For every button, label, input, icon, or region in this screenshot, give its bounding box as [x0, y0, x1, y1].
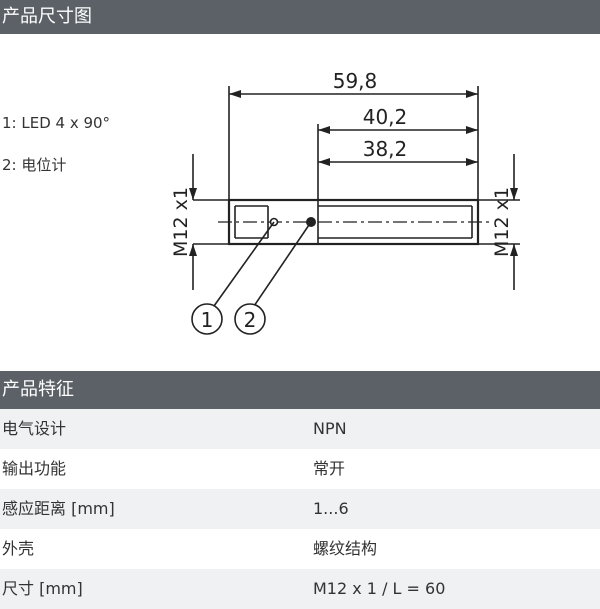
thread-label-left: M12 x1 [170, 187, 192, 257]
table-row: 外壳 螺纹结构 [0, 529, 600, 569]
dim-label-overall: 59,8 [333, 69, 378, 93]
features-section-title: 产品特征 [2, 379, 74, 400]
dim-label-middle: 40,2 [363, 105, 408, 129]
dimension-section-header: 产品尺寸图 [0, 0, 600, 34]
row-key: 感应距离 [mm] [2, 499, 115, 518]
features-table: 电气设计 NPN 输出功能 常开 感应距离 [mm] 1...6 外壳 螺纹结构… [0, 409, 600, 609]
callout-1: 1 [191, 303, 223, 335]
row-value: NPN [313, 419, 347, 438]
row-value: 1...6 [313, 499, 349, 518]
row-key: 输出功能 [2, 459, 67, 478]
features-section-header: 产品特征 [0, 371, 600, 409]
legend-item-potentiometer: 2: 电位计 [2, 156, 67, 174]
dimension-drawing: 59,8 40,2 38,2 M12 x1 M12 x1 [170, 69, 520, 335]
dimension-section-title: 产品尺寸图 [2, 6, 92, 27]
table-row: 电气设计 NPN [0, 409, 600, 449]
callout-2: 2 [234, 303, 266, 335]
callout-1-label: 1 [201, 308, 214, 332]
row-key: 尺寸 [mm] [2, 579, 83, 598]
legend-item-led: 1: LED 4 x 90° [2, 114, 111, 132]
leader-line-1 [213, 221, 275, 307]
row-value: M12 x 1 / L = 60 [313, 579, 446, 598]
dim-label-thread: 38,2 [363, 137, 408, 161]
thread-label-right: M12 x1 [491, 187, 513, 257]
table-row: 尺寸 [mm] M12 x 1 / L = 60 [0, 569, 600, 609]
leader-line-2 [253, 221, 312, 307]
row-key: 外壳 [2, 539, 35, 558]
row-key: 电气设计 [2, 419, 67, 438]
row-value: 螺纹结构 [313, 539, 378, 558]
row-value: 常开 [313, 459, 346, 478]
table-row: 输出功能 常开 [0, 449, 600, 489]
callout-2-label: 2 [244, 308, 257, 332]
table-row: 感应距离 [mm] 1...6 [0, 489, 600, 529]
